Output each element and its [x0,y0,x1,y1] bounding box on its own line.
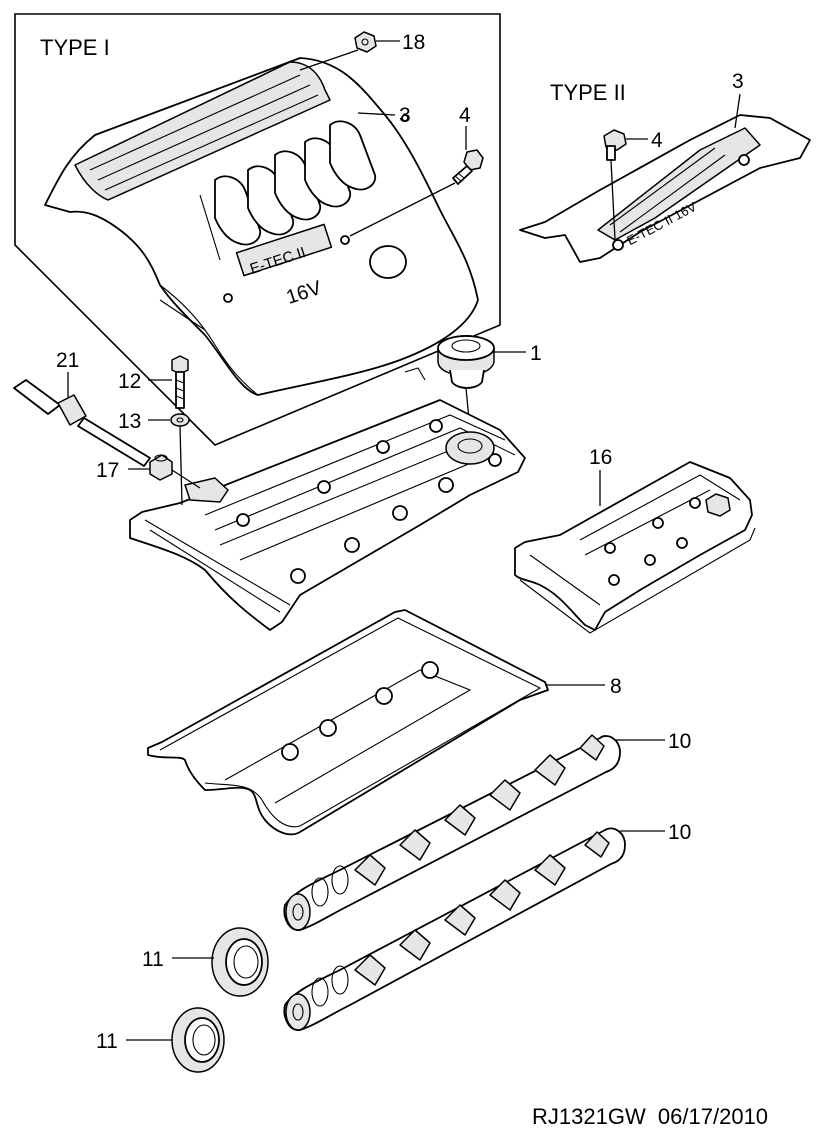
nut-part-18[interactable] [354,31,377,53]
valve-cover[interactable] [129,367,526,631]
callout-13: 13 [118,410,141,433]
bolt-part-12[interactable] [171,355,189,409]
callout-17: 17 [96,459,119,482]
callout-12: 12 [118,370,141,393]
camshaft-part-10-lower[interactable] [283,827,626,1031]
drawing-reference: RJ1321GW 06/17/2010 [532,1104,768,1129]
callout-11-upper: 11 [142,948,164,971]
camshaft-seal-part-11-upper[interactable] [211,927,269,997]
callout-11-lower: 11 [96,1030,118,1053]
valve-cover-part-16[interactable] [514,461,756,634]
bolt-part-4-type-1[interactable] [452,149,484,185]
fitting-part-17[interactable] [149,454,173,481]
bolt-part-4-type-2[interactable] [603,129,627,161]
pcv-hose-part-21[interactable] [13,379,151,467]
callout-4-type-1: 4 [459,104,471,127]
callout-16: 16 [589,446,612,469]
camshaft-part-10-upper[interactable] [283,734,621,931]
callout-10-lower: 10 [668,821,691,844]
callout-3-type-2: 3 [732,70,744,93]
callout-10-upper: 10 [668,730,691,753]
callout-18: 18 [402,31,425,54]
callout-1: 1 [530,342,542,365]
engine-cover-type-1[interactable]: E-TEC II 16V [44,57,479,396]
callout-4-type-2: 4 [651,129,663,152]
callout-21: 21 [56,349,79,372]
oil-filler-cap-part-1[interactable] [437,335,495,389]
type-2-label: TYPE II [550,80,626,105]
type-1-label: TYPE I [40,35,110,60]
washer-part-13[interactable] [170,413,190,427]
callout-8: 8 [610,675,622,698]
type-1-frame [14,13,501,446]
camshaft-seal-part-11-lower[interactable] [171,1007,225,1073]
valve-cover-gasket-part-8[interactable] [147,609,549,836]
callout-3-type-1: 3 [399,104,411,127]
engine-cover-type-2[interactable]: E-TEC II 16V [519,114,811,263]
